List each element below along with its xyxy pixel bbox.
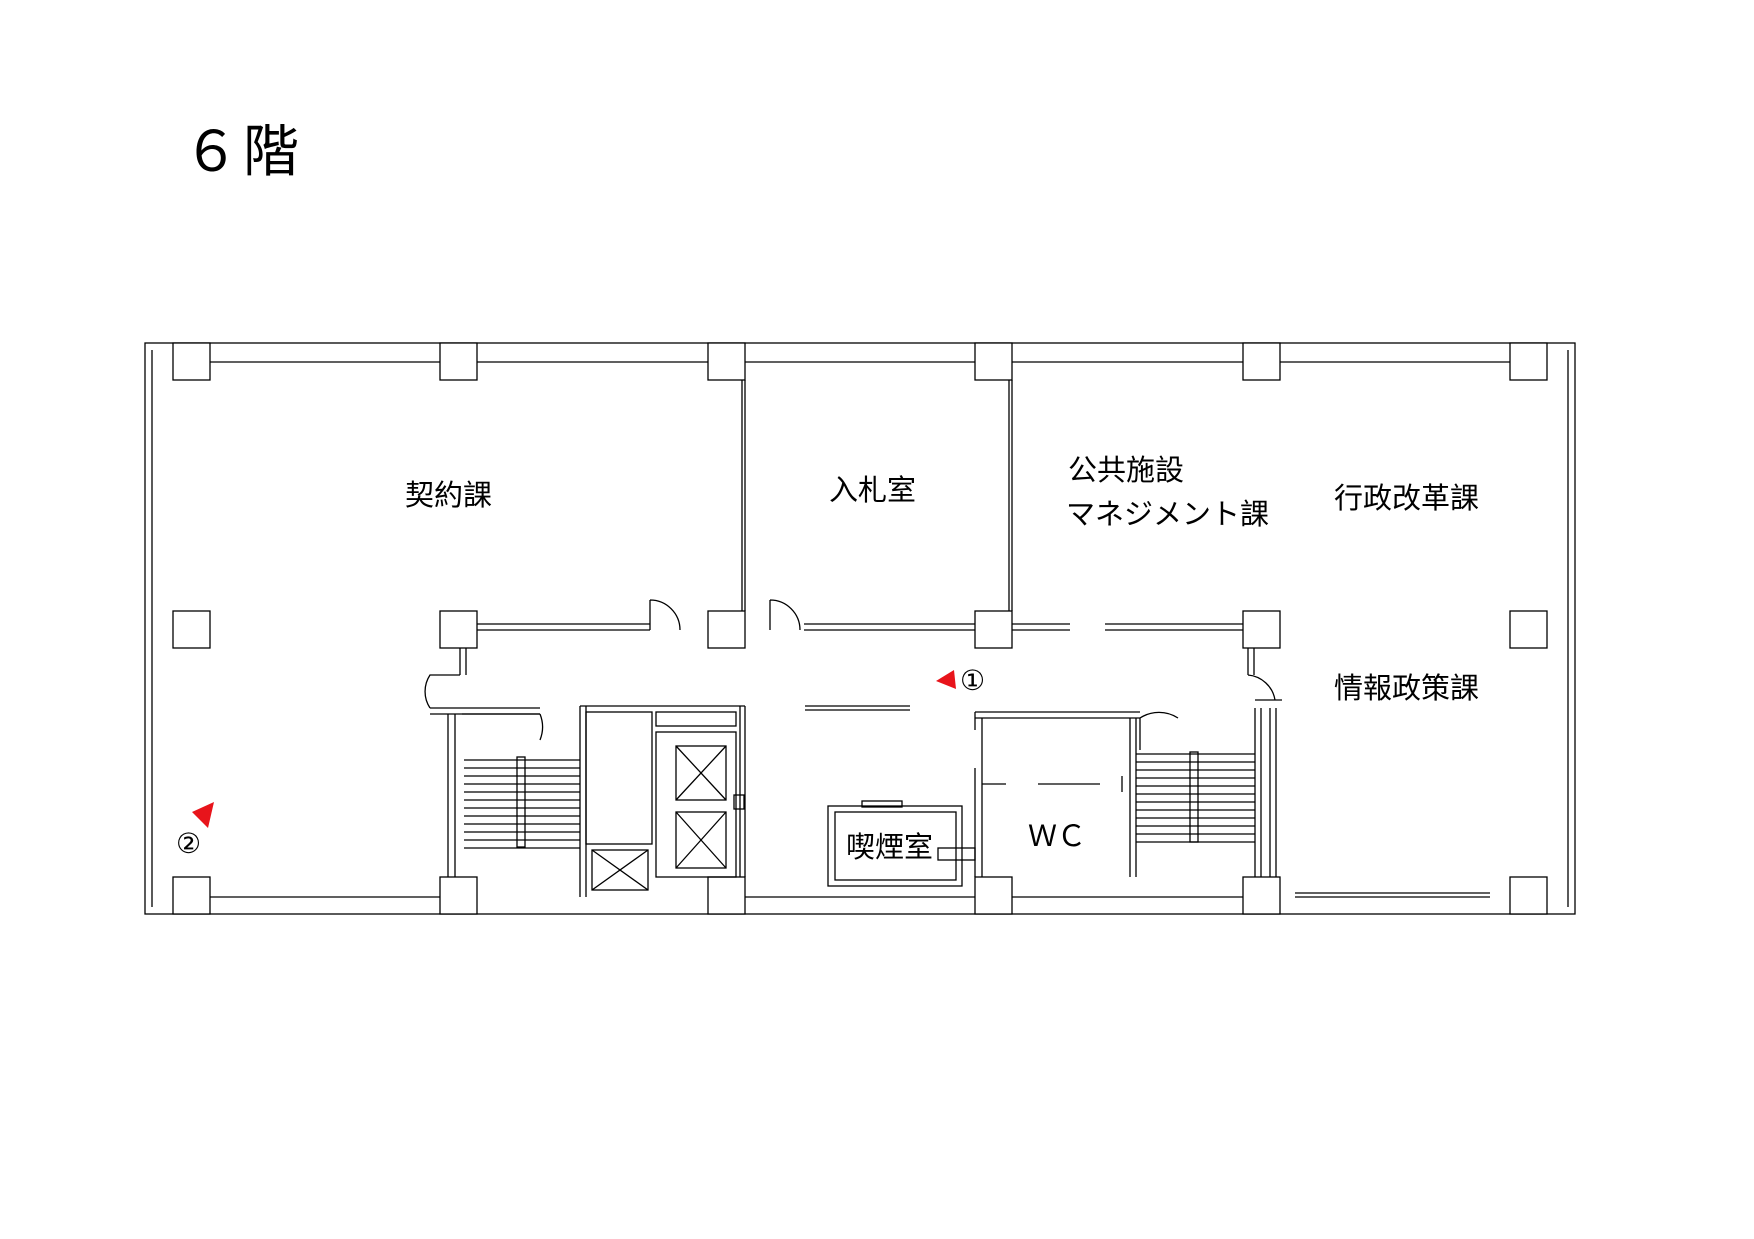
viewpoint-marker-2-arrow [192,802,214,828]
viewpoint-marker-1-arrow [936,670,956,689]
room-label-kokyo-line2: マネジメント課 [1066,497,1269,531]
interior-partitions [430,380,1282,897]
room-label-kitsuen: 喫煙室 [846,830,933,864]
room-label-kokyo-line1: 公共施設 [1068,453,1184,487]
viewpoint-marker-1: ① [960,664,985,697]
room-label-joho: 情報政策課 [1334,671,1479,705]
room-label-keiyaku: 契約課 [405,478,492,512]
structural-columns [172,342,1548,915]
room-label-nyusatsu: 入札室 [829,473,916,507]
room-label-gyosei: 行政改革課 [1334,481,1479,515]
doors [424,599,1276,750]
room-label-wc: ＷＣ [1028,819,1086,853]
exterior-walls [144,342,1576,915]
floor-title: ６階 [183,120,303,185]
viewpoint-marker-2: ② [176,827,201,860]
